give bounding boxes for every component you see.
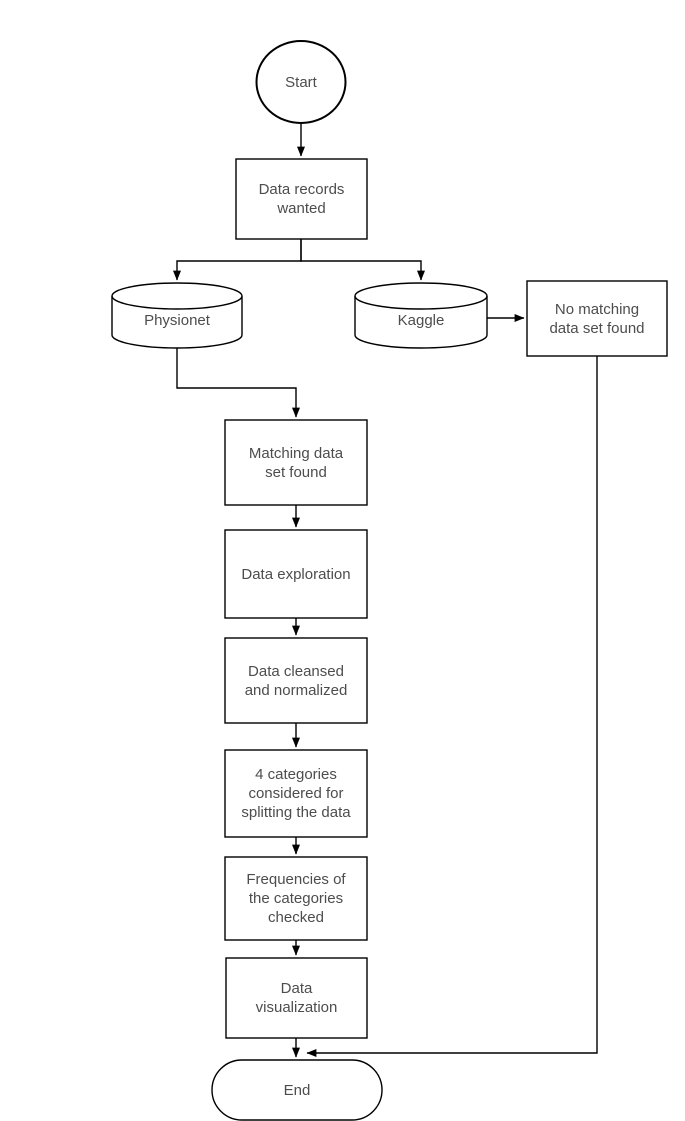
node-physionet-shape xyxy=(111,282,243,349)
node-exploration-shape xyxy=(224,529,368,619)
node-frequencies-shape xyxy=(224,856,368,941)
node-kaggle-shape xyxy=(354,282,488,349)
node-end-shape xyxy=(211,1059,383,1121)
edge-physionet-to-matching xyxy=(176,348,300,418)
node-cleansed-shape xyxy=(224,637,368,724)
node-categories-shape xyxy=(224,749,368,838)
node-visualization-shape xyxy=(225,957,368,1039)
edge-nomatch-to-end xyxy=(306,356,598,1057)
edge-wanted-to-kaggle xyxy=(300,239,425,281)
node-nomatch-shape xyxy=(526,280,668,357)
node-matching-shape xyxy=(224,419,368,506)
node-start-shape xyxy=(255,40,347,124)
edge-wanted-to-physionet xyxy=(173,239,302,281)
node-wanted-shape xyxy=(235,158,368,240)
